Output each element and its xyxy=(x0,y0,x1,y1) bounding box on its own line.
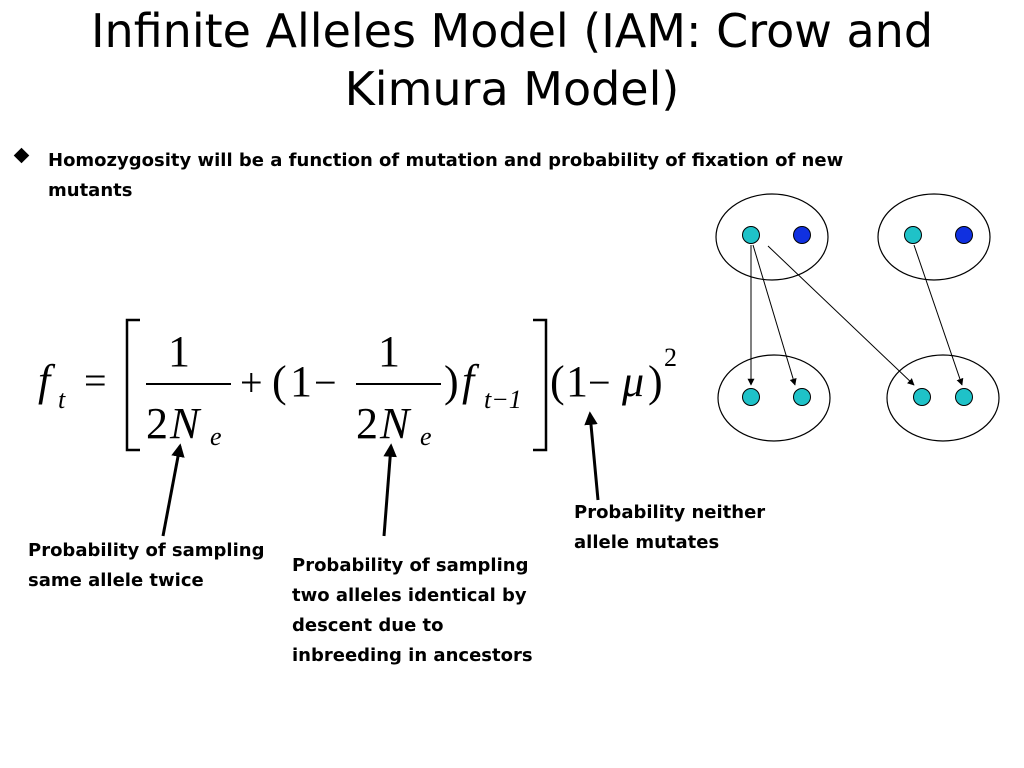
label-sampling-identical-by-descent: Probability of sampling two alleles iden… xyxy=(292,555,533,666)
allele-cyan xyxy=(955,388,973,406)
allele-cyan xyxy=(793,388,811,406)
eq-one-1: 1 xyxy=(290,357,312,406)
allele-cyan xyxy=(742,388,760,406)
allele-cyan xyxy=(913,388,931,406)
label-no-mutation: Probability neither allele mutates xyxy=(574,502,766,553)
eq-denominator-1-e: e xyxy=(210,422,222,451)
eq-numerator-1: 1 xyxy=(168,327,190,376)
eq-numerator-2: 1 xyxy=(378,327,400,376)
eq-denominator-2-N: N xyxy=(379,399,412,448)
eq-right-bracket xyxy=(533,318,548,452)
eq-exponent: 2 xyxy=(664,343,677,372)
eq-one-2: 1 xyxy=(566,357,588,406)
inheritance-arrow-3 xyxy=(767,245,915,386)
eq-denominator-1-N: N xyxy=(169,399,202,448)
eq-denominator-2-e: e xyxy=(420,422,432,451)
eq-denominator-2-two: 2 xyxy=(356,399,378,448)
arrow-to-mutation-term xyxy=(584,411,600,501)
inheritance-arrow-4 xyxy=(913,244,964,386)
eq-close-paren-1: ) xyxy=(444,357,459,406)
label-sampling-same-allele: Probability of sampling same allele twic… xyxy=(28,540,265,591)
eq-left-bracket xyxy=(125,318,140,452)
eq-denominator-1-two: 2 xyxy=(146,399,168,448)
eq-subscript-t-minus-1: t−1 xyxy=(484,385,522,414)
arrow-to-second-term xyxy=(382,443,397,537)
arrow-to-first-term xyxy=(161,443,185,537)
allele-cyan xyxy=(904,226,922,244)
allele-blue xyxy=(793,226,811,244)
eq-equals: = xyxy=(84,358,107,403)
eq-open-paren-2: ( xyxy=(550,357,565,406)
bullet-text: Homozygosity will be a function of mutat… xyxy=(48,150,844,201)
inheritance-arrow-2 xyxy=(752,244,797,386)
parent-individual-2 xyxy=(877,193,991,281)
offspring-individual-1 xyxy=(717,354,831,442)
eq-open-paren-1: ( xyxy=(272,357,287,406)
eq-minus-2: − xyxy=(588,360,611,405)
parent-individual-1 xyxy=(715,193,829,281)
allele-blue xyxy=(955,226,973,244)
eq-minus-1: − xyxy=(314,360,337,405)
eq-close-paren-2: ) xyxy=(648,357,663,406)
slide-title: Infinite Alleles Model (IAM: Crow and Ki… xyxy=(90,4,934,116)
allele-cyan xyxy=(742,226,760,244)
eq-plus: + xyxy=(240,360,263,405)
eq-mu: μ xyxy=(621,357,644,406)
eq-subscript-t: t xyxy=(58,385,66,414)
homozygosity-equation: f t = 1 2 N e + ( 1 − 1 2 N e ) f t−1 ( … xyxy=(38,318,677,452)
offspring-individual-2 xyxy=(886,354,1000,442)
